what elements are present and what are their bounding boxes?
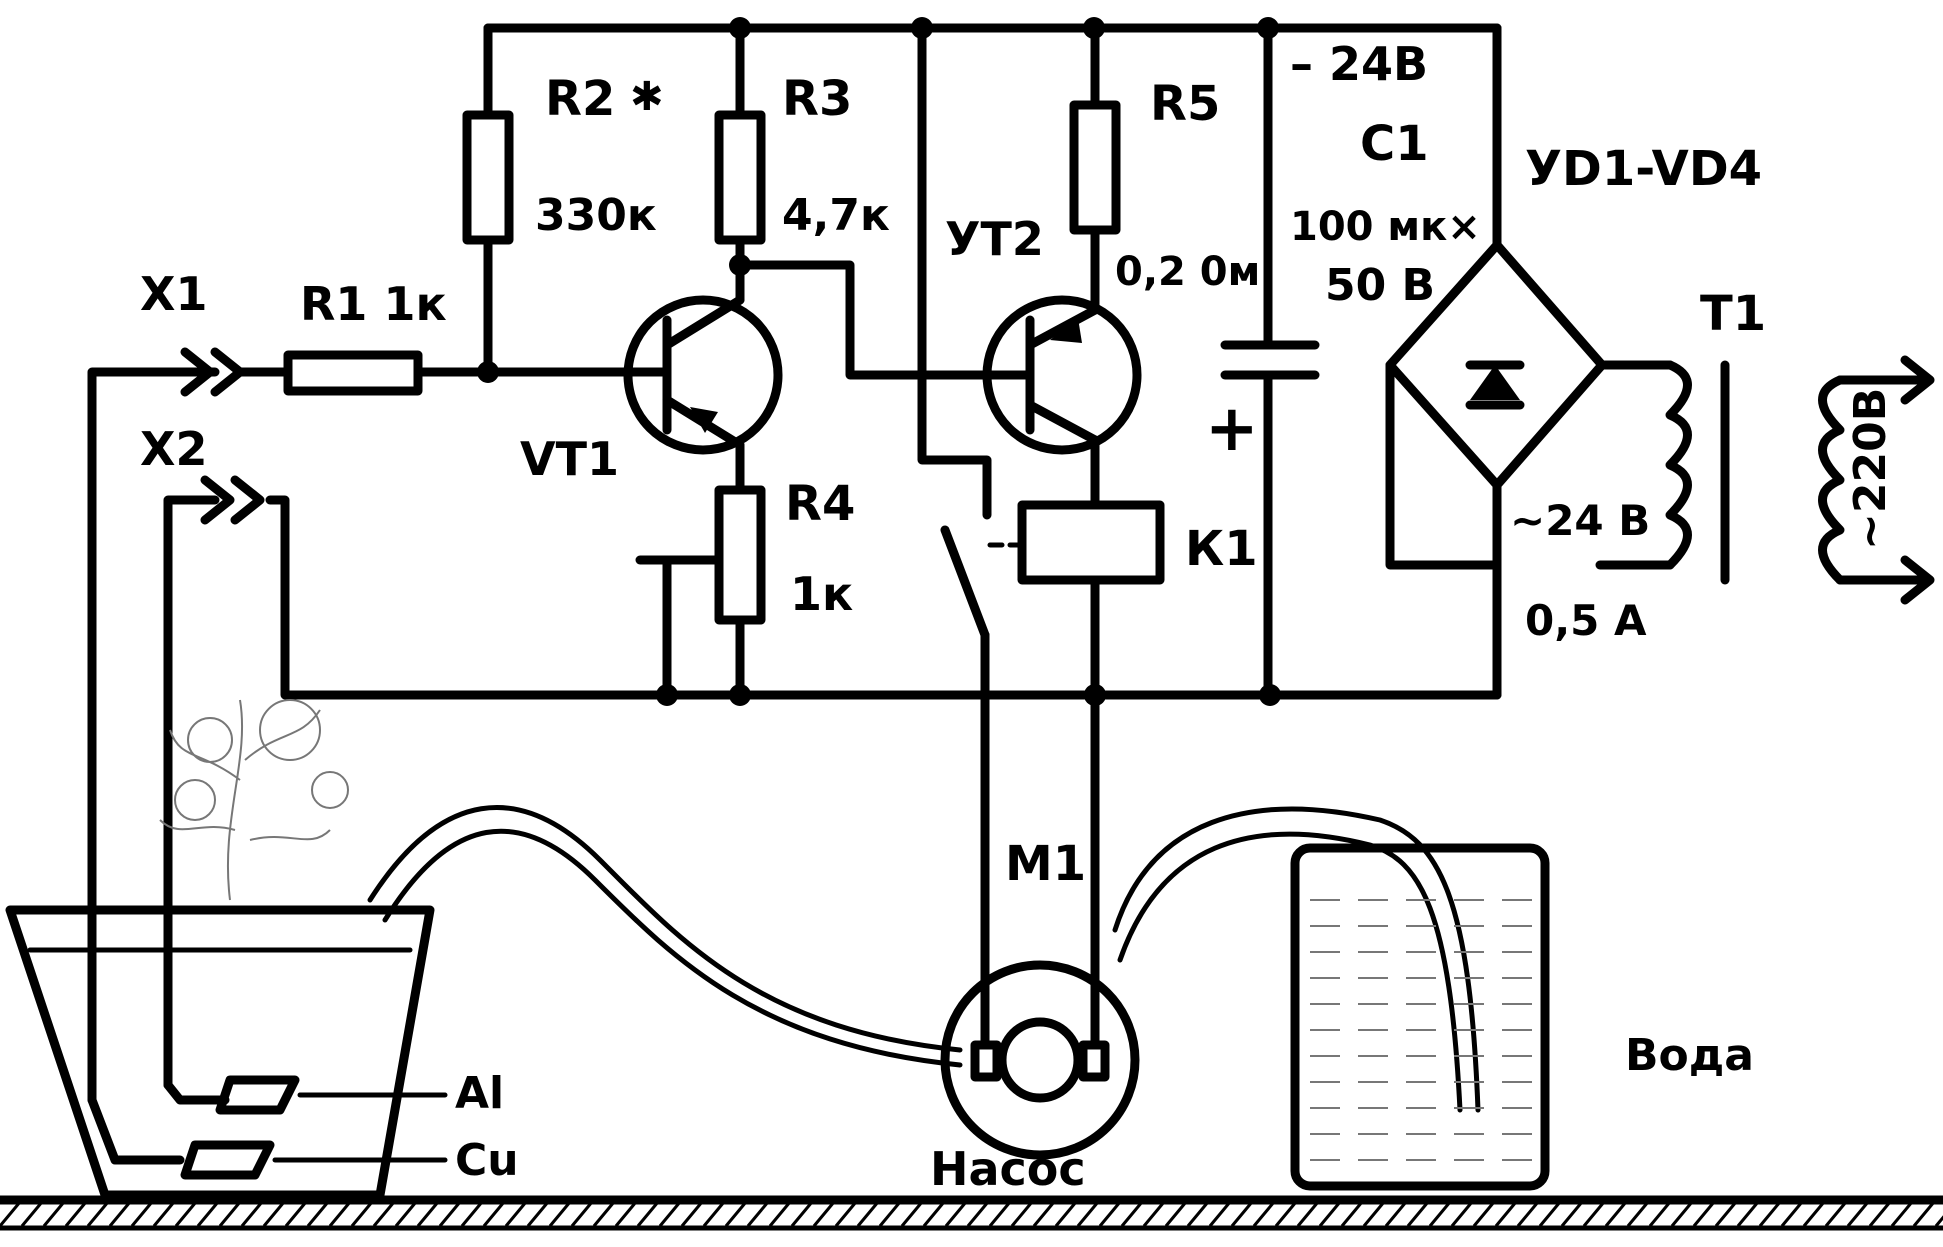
resistor-r4 [635, 485, 766, 700]
resistor-r2 [462, 23, 514, 383]
label-r4: R4 [785, 476, 855, 532]
label-x2: Х2 [140, 422, 207, 476]
input-x2 [163, 475, 265, 1090]
pump-motor-m1 [940, 960, 1140, 1160]
relay-k1 [987, 500, 1165, 1005]
label-vt2: УТ2 [945, 212, 1044, 266]
electrodes [87, 1075, 448, 1180]
label-k1: К1 [1185, 521, 1258, 577]
labels: R2 ✱ 330к R3 4,7к R5 0,2 0м – 24В С1 100… [140, 37, 1896, 1196]
label-plus: + [1205, 392, 1259, 466]
label-electrode-cu: Cu [455, 1135, 519, 1186]
resistor-r5 [1069, 23, 1121, 235]
label-c1-value-1: 100 мк× [1290, 204, 1481, 250]
transistor-vt2 [982, 225, 1142, 510]
relay-contact [917, 23, 992, 1005]
label-t1: Т1 [1700, 286, 1766, 342]
label-r5-value: 0,2 0м [1115, 249, 1260, 295]
label-diodes: УD1-VD4 [1525, 141, 1762, 197]
label-mains: ~220В [1845, 388, 1896, 550]
label-secondary-voltage: ~24 В [1510, 496, 1650, 545]
label-r2: R2 [545, 71, 615, 127]
label-c1: С1 [1360, 116, 1429, 172]
label-r2-mark: ✱ [630, 74, 664, 120]
hose [367, 805, 1481, 1113]
label-r3: R3 [782, 71, 852, 127]
label-r3-value: 4,7к [782, 190, 890, 241]
label-c1-value-2: 50 В [1325, 260, 1435, 311]
diode-bridge [1385, 23, 1607, 700]
label-secondary-current: 0,5 А [1525, 596, 1647, 645]
capacitor-c1 [1220, 23, 1320, 700]
label-x1: Х1 [140, 267, 207, 321]
input-x1-r1 [87, 347, 640, 1105]
transistor-vt1 [623, 260, 783, 495]
flower-pot [5, 699, 435, 1200]
label-water: Вода [1625, 1030, 1754, 1081]
top-rail [483, 17, 1502, 39]
label-r1: R1 1к [300, 277, 447, 331]
water-tank [1290, 843, 1550, 1191]
label-r5: R5 [1150, 76, 1220, 132]
label-electrode-al: Al [455, 1068, 504, 1119]
label-m1: М1 [1005, 836, 1086, 892]
bottom-rail [265, 495, 1502, 706]
transformer-t1 [1595, 355, 1935, 605]
floor [0, 1195, 1943, 1231]
label-supply: – 24В [1290, 37, 1428, 91]
label-pump: Насос [930, 1142, 1086, 1196]
label-vt1: VТ1 [520, 432, 619, 486]
label-r4-value: 1к [790, 567, 853, 621]
label-r2-value: 330к [535, 190, 657, 241]
